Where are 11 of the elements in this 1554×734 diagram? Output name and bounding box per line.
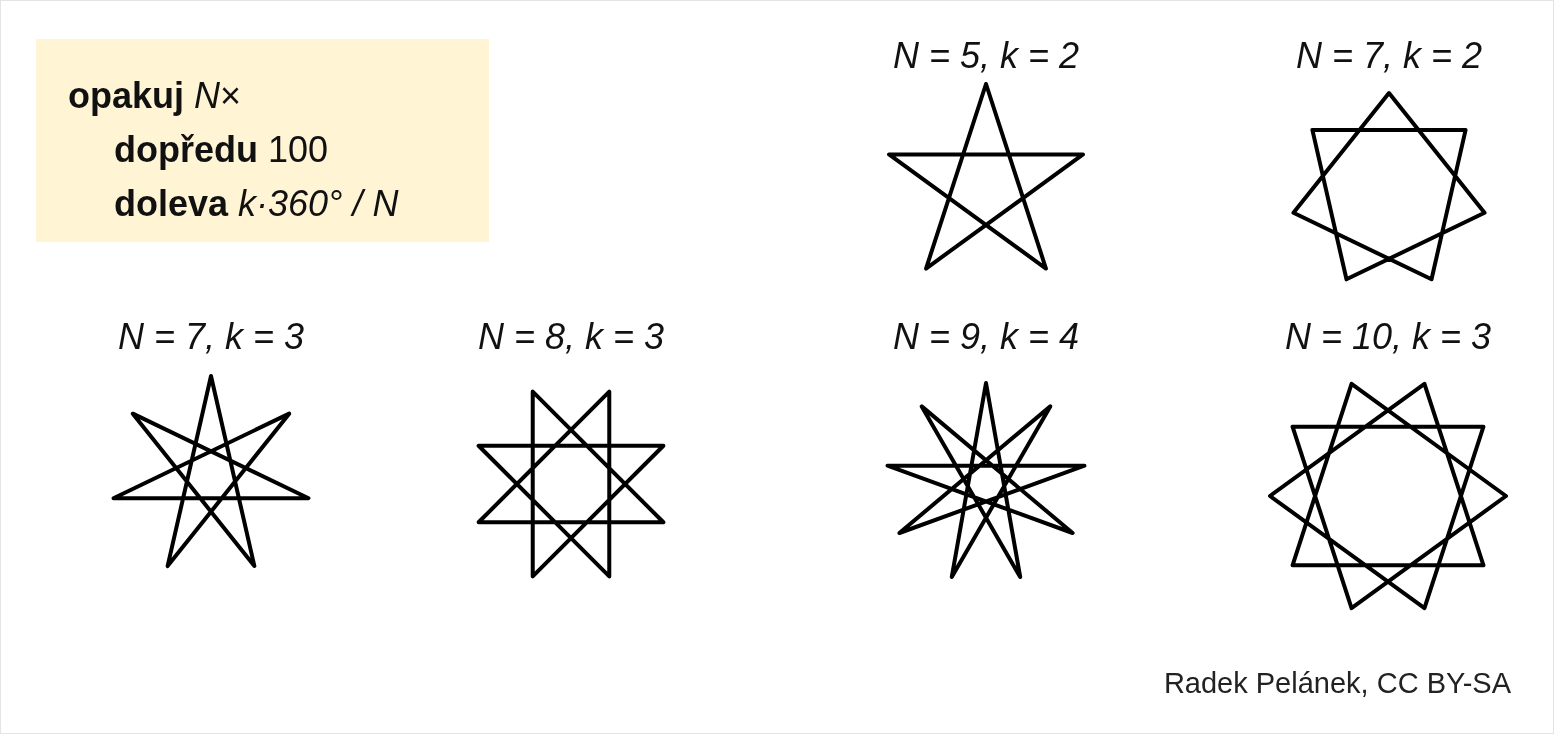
- star-label: N = 8, k = 3: [476, 316, 666, 358]
- code-line: opakuj N×: [68, 74, 243, 118]
- credit-text: Radek Pelánek, CC BY-SA: [1163, 667, 1511, 700]
- code-line: doleva k·360° / N: [113, 182, 400, 226]
- star-label: N = 7, k = 2: [1294, 35, 1484, 77]
- star-label: N = 7, k = 3: [116, 316, 306, 358]
- code-line: dopředu 100: [113, 128, 330, 172]
- star-label: N = 9, k = 4: [891, 316, 1081, 358]
- star-label: N = 5, k = 2: [891, 35, 1081, 77]
- star-label: N = 10, k = 3: [1283, 316, 1493, 358]
- code-box: [36, 39, 489, 242]
